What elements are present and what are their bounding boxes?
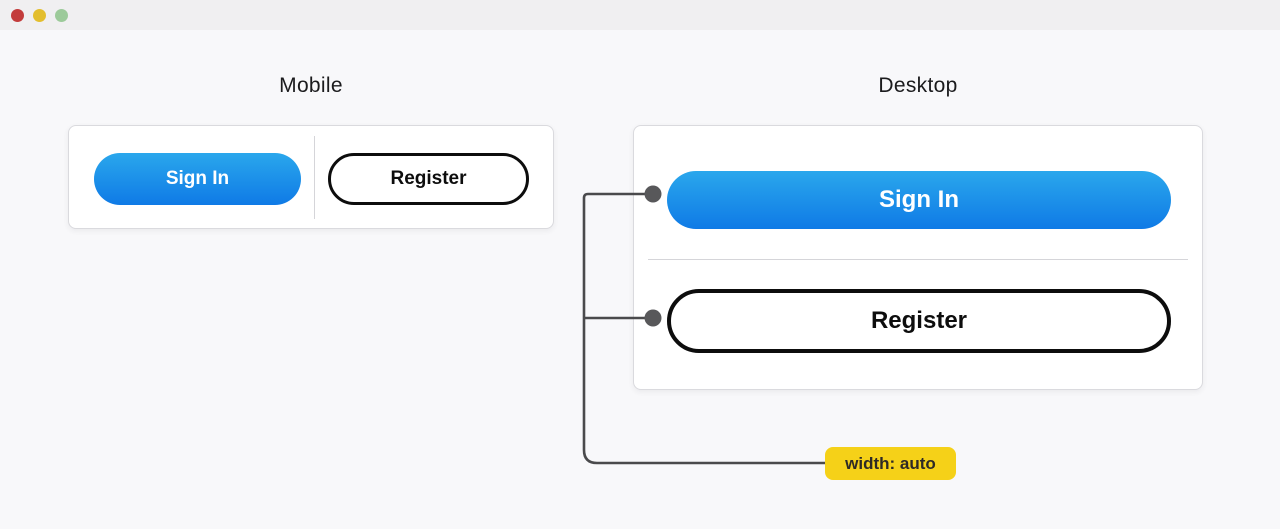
desktop-register-button[interactable]: Register — [667, 289, 1171, 353]
close-window-icon[interactable] — [11, 8, 24, 22]
zoom-window-icon[interactable] — [55, 8, 68, 22]
window-titlebar — [0, 0, 1280, 30]
mobile-button-divider — [314, 136, 315, 219]
desktop-preview-card: Sign In Register — [633, 125, 1203, 390]
mobile-preview-card: Sign In Register — [68, 125, 554, 229]
mobile-register-button[interactable]: Register — [328, 153, 529, 205]
minimize-window-icon[interactable] — [33, 8, 46, 22]
mobile-sign-in-button[interactable]: Sign In — [94, 153, 301, 205]
width-auto-annotation-badge: width: auto — [825, 447, 956, 480]
desktop-sign-in-button[interactable]: Sign In — [667, 171, 1171, 229]
desktop-section-title: Desktop — [878, 74, 958, 97]
desktop-button-divider — [648, 259, 1188, 260]
mobile-section-title: Mobile — [279, 74, 343, 97]
